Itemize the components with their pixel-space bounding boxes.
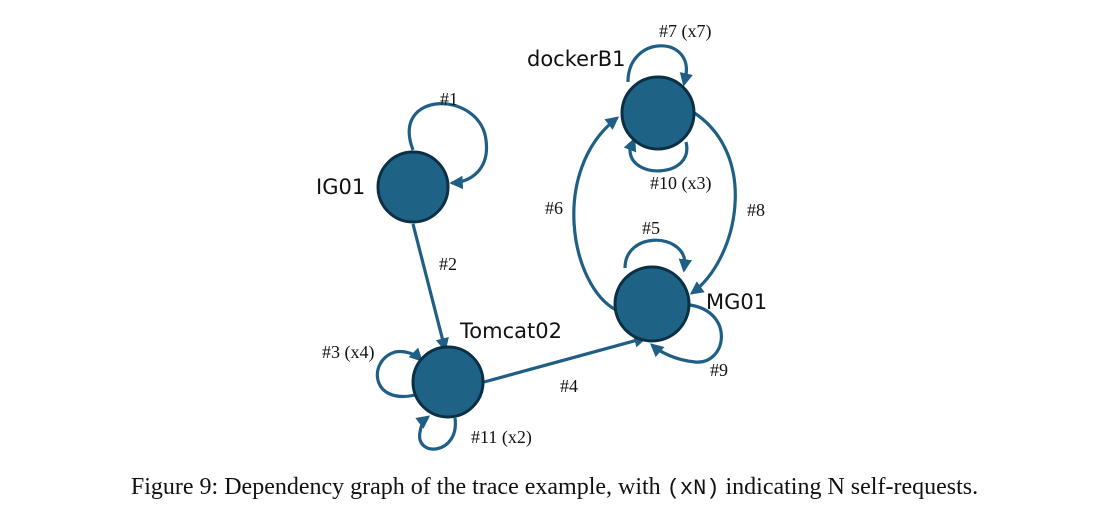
- edge-7-dockerb1-self: [626, 44, 693, 87]
- edge-label-8: #8: [747, 200, 765, 220]
- node-label-ig01: IG01: [316, 175, 365, 199]
- edge-4-tomcat02-to-mg01: [483, 334, 648, 384]
- node-label-dockerb1: dockerB1: [527, 47, 625, 71]
- node-tomcat02: [411, 345, 485, 419]
- edge-label-10: #10 (x3): [650, 173, 712, 194]
- edge-label-7: #7 (x7): [659, 21, 712, 42]
- edge-label-9: #9: [710, 360, 728, 380]
- node-mg01: [613, 265, 691, 343]
- edge-label-3: #3 (x4): [322, 342, 375, 363]
- edge-label-1: #1: [440, 89, 458, 109]
- node-ig01: [376, 150, 450, 224]
- edge-9-mg01-self: [649, 303, 723, 364]
- edge-label-11: #11 (x2): [471, 427, 532, 448]
- edge-10-dockerb1-self: [623, 137, 689, 173]
- node-dockerb1: [620, 75, 696, 151]
- node-label-mg01: MG01: [706, 290, 767, 314]
- caption-code: (xN): [666, 476, 720, 501]
- dependency-graph: IG01 Tomcat02 MG01 dockerB1 #1 #2 #3 (x4…: [316, 21, 767, 451]
- figure-caption: Figure 9: Dependency graph of the trace …: [0, 474, 1109, 501]
- edge-1-ig01-self: [407, 102, 489, 190]
- edge-3-tomcat02-self: [375, 347, 423, 399]
- edge-5-mg01-self: [623, 238, 693, 273]
- caption-prefix: Figure 9: Dependency graph of the trace …: [130, 474, 667, 500]
- edge-label-6: #6: [545, 198, 563, 218]
- edge-8-dockerb1-to-mg01: [689, 110, 737, 295]
- edge-6-mg01-to-dockerb1: [572, 116, 620, 312]
- edge-11-tomcat02-self: [415, 415, 457, 451]
- node-label-tomcat02: Tomcat02: [459, 319, 562, 343]
- edge-label-2: #2: [439, 254, 457, 274]
- caption-suffix: indicating N self-requests.: [719, 474, 979, 500]
- edge-label-5: #5: [642, 218, 660, 238]
- edge-label-4: #4: [560, 376, 578, 396]
- edge-2-ig01-to-tomcat02: [411, 223, 449, 352]
